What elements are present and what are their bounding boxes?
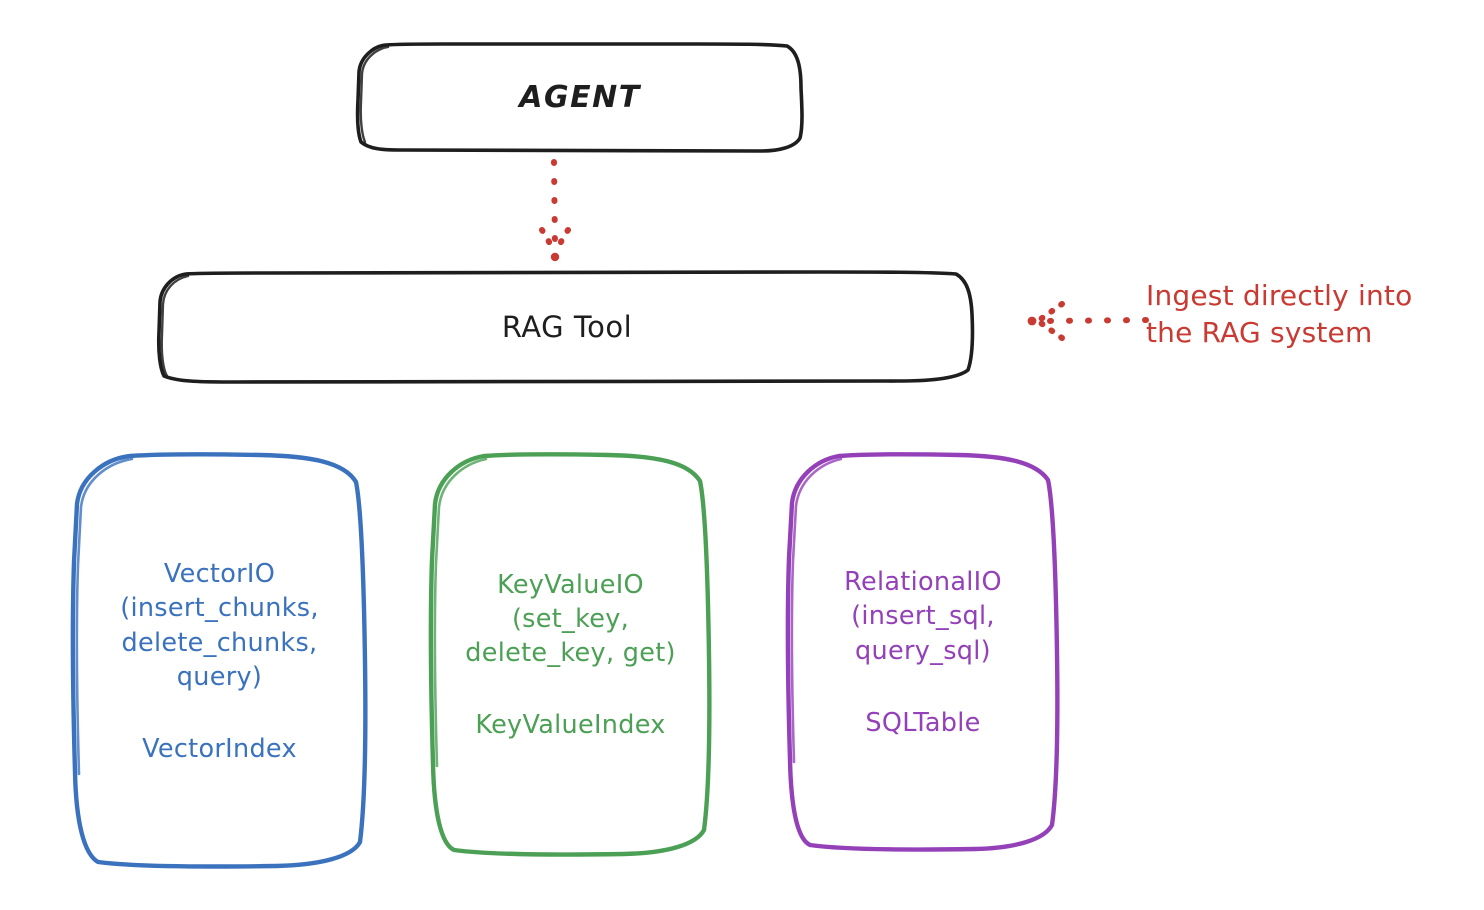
node-relational-io[interactable]: RelationalIO (insert_sql, query_sql) SQL… [785,452,1061,852]
node-agent[interactable]: AGENT [355,42,805,153]
connector-ingest-to-rag-tool [1027,301,1149,341]
node-vector-io[interactable]: VectorIO (insert_chunks, delete_chunks, … [70,452,369,869]
agent-label: AGENT [519,79,641,115]
key-value-io-label: KeyValueIO (set_key, delete_key, get) [465,569,676,669]
node-key-value-io[interactable]: KeyValueIO (set_key, delete_key, get) Ke… [428,452,713,857]
key-value-io-sub-label: KeyValueIndex [475,710,666,741]
rag-tool-label: RAG Tool [501,309,633,344]
vector-io-label: VectorIO (insert_chunks, delete_chunks, … [120,559,319,692]
vector-io-sub-label: VectorIndex [142,733,297,764]
relational-io-sub-label: SQLTable [865,707,981,738]
relational-io-label: RelationalIO (insert_sql, query_sql) [844,567,1002,666]
annotation-ingest-directly: Ingest directly into the RAG system [1146,279,1413,349]
node-rag-tool[interactable]: RAG Tool [156,270,978,384]
connector-agent-to-rag-tool [539,159,571,262]
